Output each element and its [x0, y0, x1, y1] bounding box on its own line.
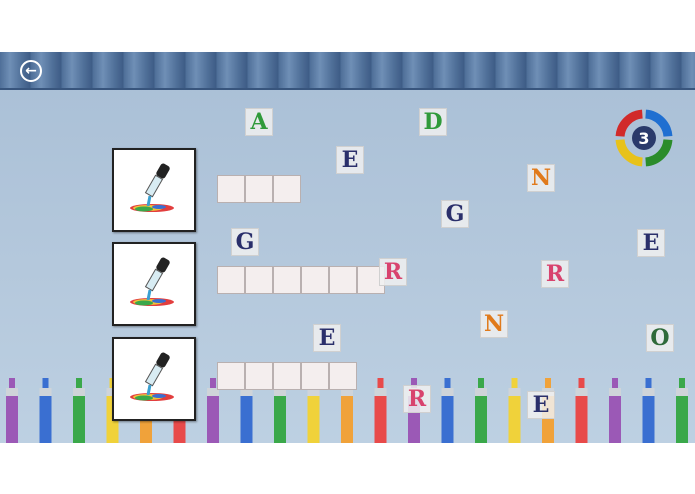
top-bar: ← — [0, 52, 695, 90]
answer-slot[interactable] — [273, 175, 301, 203]
marker — [475, 378, 487, 443]
answer-slot[interactable] — [245, 175, 273, 203]
answer-slot[interactable] — [217, 266, 245, 294]
letter-tile[interactable]: A — [245, 108, 273, 136]
marker — [508, 378, 521, 443]
marker — [575, 378, 588, 443]
answer-slot[interactable] — [329, 362, 357, 390]
game-board: ← — [0, 52, 695, 443]
letter-tile[interactable]: R — [403, 385, 431, 413]
letter-tile[interactable]: R — [379, 258, 407, 286]
paint-dropper-icon — [130, 257, 174, 306]
answer-slots-2 — [217, 266, 385, 294]
letter-tile[interactable]: R — [541, 260, 569, 288]
word-picture-card-1 — [112, 148, 196, 232]
timer-segment — [615, 139, 643, 167]
answer-slot[interactable] — [301, 266, 329, 294]
letter-tile[interactable]: E — [637, 229, 665, 257]
word-picture-card-2 — [112, 242, 196, 326]
timer-center — [632, 126, 656, 150]
letter-tile[interactable]: D — [419, 108, 447, 136]
paint-dropper-icon — [130, 163, 174, 212]
letter-tile[interactable]: G — [231, 228, 259, 256]
answer-slots-1 — [217, 175, 301, 203]
arrow-left-icon[interactable]: ← — [20, 60, 42, 82]
timer-ring: 3 — [615, 109, 673, 167]
marker — [73, 378, 85, 443]
answer-slot[interactable] — [329, 266, 357, 294]
letter-tile[interactable]: E — [527, 391, 555, 419]
timer-segment — [645, 109, 673, 137]
answer-slot[interactable] — [273, 362, 301, 390]
marker — [39, 378, 52, 443]
marker — [6, 378, 18, 443]
answer-slot[interactable] — [245, 362, 273, 390]
marker — [441, 378, 454, 443]
marker — [609, 378, 621, 443]
letter-tile[interactable]: N — [480, 310, 508, 338]
marker — [207, 378, 219, 443]
marker — [676, 378, 688, 443]
marker — [374, 378, 387, 443]
answer-slot[interactable] — [245, 266, 273, 294]
letter-tile[interactable]: N — [527, 164, 555, 192]
word-picture-card-3 — [112, 337, 196, 421]
answer-slot[interactable] — [217, 175, 245, 203]
answer-slot[interactable] — [217, 362, 245, 390]
timer-segment — [615, 109, 643, 137]
letter-tile[interactable]: O — [646, 324, 674, 352]
letter-tile[interactable]: G — [441, 200, 469, 228]
letter-tile[interactable]: E — [336, 146, 364, 174]
paint-dropper-icon — [130, 352, 174, 401]
timer-value: 3 — [638, 129, 649, 148]
answer-slot[interactable] — [301, 362, 329, 390]
answer-slot[interactable] — [273, 266, 301, 294]
letter-tile[interactable]: E — [313, 324, 341, 352]
timer-segment — [645, 139, 673, 167]
marker — [642, 378, 655, 443]
answer-slots-3 — [217, 362, 357, 390]
